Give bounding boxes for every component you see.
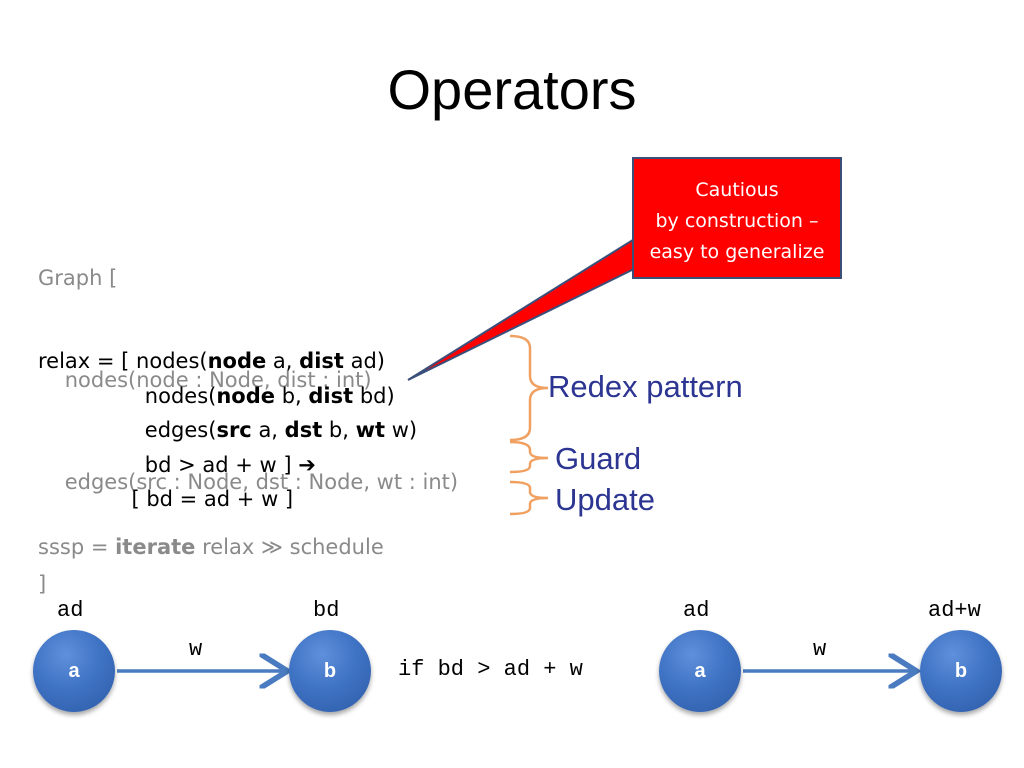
sssp-definition: sssp = iterate relax ≫ schedule [38, 535, 384, 559]
callout-line: Cautious [695, 179, 779, 201]
brace-update [509, 480, 549, 516]
right-label-ad: ad [683, 598, 710, 623]
brace-redex [509, 334, 549, 442]
callout-pointer [407, 236, 637, 381]
right-edge-weight: w [813, 637, 827, 662]
graph-schema: Graph [ nodes(node : Node, dist : int) e… [38, 193, 458, 635]
callout-line: easy to generalize [649, 241, 825, 263]
left-node-a: a [33, 630, 115, 712]
redex-pattern-label: Redex pattern [548, 369, 743, 404]
condition-text: if bd > ad + w [398, 657, 583, 682]
right-node-a: a [659, 630, 741, 712]
schema-line: Graph [ [38, 266, 118, 290]
relax-line-1: relax = [ nodes(node a, dist ad) [38, 349, 386, 373]
schema-line: nodes(node : Node, dist : int) [38, 368, 372, 392]
callout-line: by construction – [655, 210, 819, 232]
relax-line-3: edges(src a, dst b, wt w) [38, 418, 418, 442]
relax-line-2: nodes(node b, dist bd) [38, 383, 395, 408]
relax-line-4: bd > ad + w ] ➔ [38, 452, 316, 477]
relax-line-5: [ bd = ad + w ] [38, 487, 294, 511]
callout-box: Cautious by construction – easy to gener… [632, 157, 842, 279]
right-node-b: b [920, 630, 1002, 712]
left-label-ad: ad [57, 598, 84, 623]
right-label-ad-plus-w: ad+w [928, 598, 981, 623]
update-label: Update [555, 482, 655, 517]
schema-line: edges(src : Node, dst : Node, wt : int) [38, 470, 459, 494]
left-node-b: b [289, 630, 371, 712]
left-label-bd: bd [313, 598, 340, 623]
slide-title: Operators [387, 58, 637, 121]
guard-label: Guard [555, 441, 642, 476]
brace-guard [509, 440, 549, 474]
arrow-icon: ➔ [298, 452, 316, 477]
schema-line: ] [38, 572, 47, 596]
relax-operator: relax = [ nodes(node a, dist ad) nodes(n… [38, 344, 417, 517]
left-edge-weight: w [189, 637, 203, 662]
